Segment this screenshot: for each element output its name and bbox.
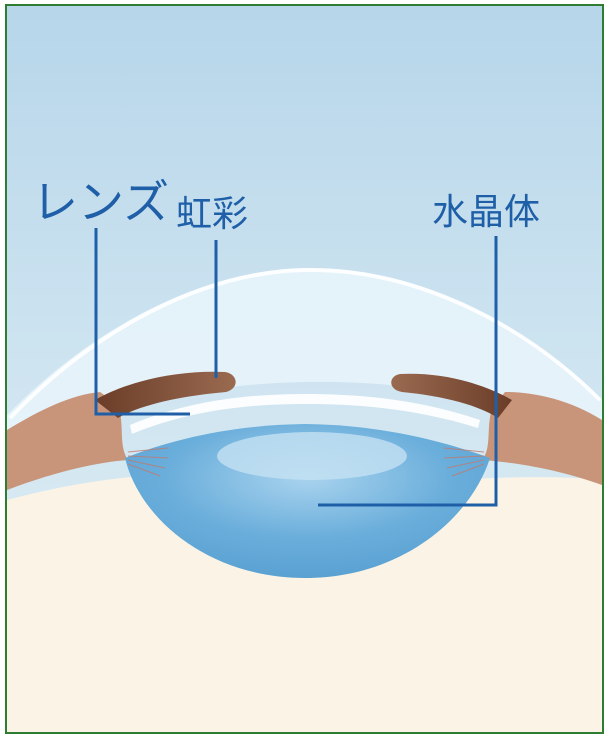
label-crystalline-lens: 水晶体	[432, 192, 540, 233]
label-iris: 虹彩	[176, 194, 248, 235]
label-lens: レンズ	[32, 175, 169, 229]
lens-highlight	[217, 432, 407, 480]
